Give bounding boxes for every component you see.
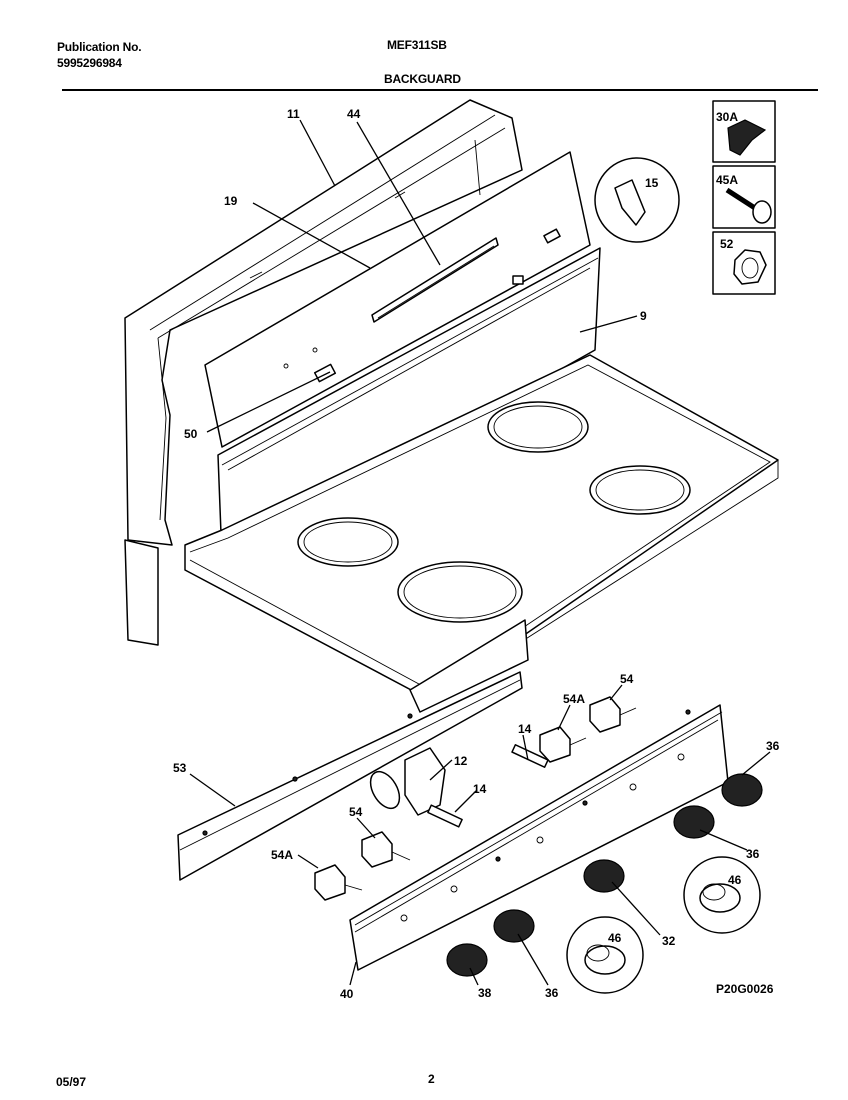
callout-36-mid: 36 [746, 847, 760, 861]
burner-left-rear [297, 517, 399, 567]
burner-left-front [397, 561, 523, 623]
infinite-switch-12 [369, 747, 446, 816]
diagram-code: P20G0026 [716, 982, 774, 996]
publication-number: 5995296984 [57, 56, 122, 70]
callout-50: 50 [184, 427, 198, 441]
nut-icon [733, 249, 767, 285]
callout-53: 53 [173, 761, 187, 775]
knob-36-bottom [493, 909, 535, 943]
inset-box-52 [712, 231, 776, 295]
knob-clip-icon [727, 119, 767, 156]
knob-detail-46-bottom [566, 916, 644, 994]
switch-54A-left [314, 864, 363, 901]
knob-36-right [721, 773, 763, 807]
inset-label-45A: 45A [716, 173, 738, 187]
switch-54A-top [539, 726, 587, 763]
callout-11: 11 [287, 107, 300, 121]
callout-9: 9 [640, 309, 647, 323]
callout-54-left: 54 [349, 805, 363, 819]
inset-box-30A [712, 100, 776, 163]
screw-icon [725, 187, 772, 224]
switch-54-left [361, 831, 411, 868]
bottom-trim [177, 671, 523, 881]
callout-54-top: 54 [620, 672, 634, 686]
publication-label: Publication No. [57, 40, 142, 54]
callout-15: 15 [645, 176, 659, 190]
callout-14-mid: 14 [473, 782, 487, 796]
footer-date: 05/97 [56, 1075, 87, 1089]
model-number: MEF311SB [387, 38, 447, 52]
light-switch-14 [427, 744, 549, 828]
knob-38 [446, 943, 488, 977]
callout-19: 19 [224, 194, 238, 208]
callout-36-bottom: 36 [545, 986, 559, 1000]
callout-40: 40 [340, 987, 354, 1001]
callout-44: 44 [347, 107, 361, 121]
backguard-bracket [217, 228, 601, 561]
callout-54A-left: 54A [271, 848, 293, 862]
backguard-housing [124, 99, 523, 646]
part-15-detail [594, 157, 680, 243]
burner-right-rear [487, 401, 589, 453]
callout-46-right: 46 [728, 873, 742, 887]
page-number: 2 [428, 1072, 435, 1086]
callout-54A-top: 54A [563, 692, 585, 706]
inset-label-52: 52 [720, 237, 734, 251]
callout-38: 38 [478, 986, 492, 1000]
callout-12: 12 [454, 754, 468, 768]
callout-36-right: 36 [766, 739, 780, 753]
cooktop [184, 354, 779, 713]
backguard-glass-panel [204, 151, 591, 448]
callout-labels: 11 44 19 15 9 50 53 54A 54 14 12 14 54 5… [173, 107, 780, 1001]
section-title: BACKGUARD [384, 72, 461, 86]
knob-32 [583, 859, 625, 893]
callout-32: 32 [662, 934, 676, 948]
callout-46-bottom: 46 [608, 931, 622, 945]
switch-54-top [589, 696, 637, 733]
burner-right-front [589, 465, 691, 515]
knob-detail-46-right [683, 856, 761, 934]
header-rule [62, 89, 818, 91]
inset-label-30A: 30A [716, 110, 738, 124]
callout-14-top: 14 [518, 722, 532, 736]
knob-36-mid [673, 805, 715, 839]
inset-box-45A [712, 165, 776, 229]
leader-lines [189, 119, 771, 986]
